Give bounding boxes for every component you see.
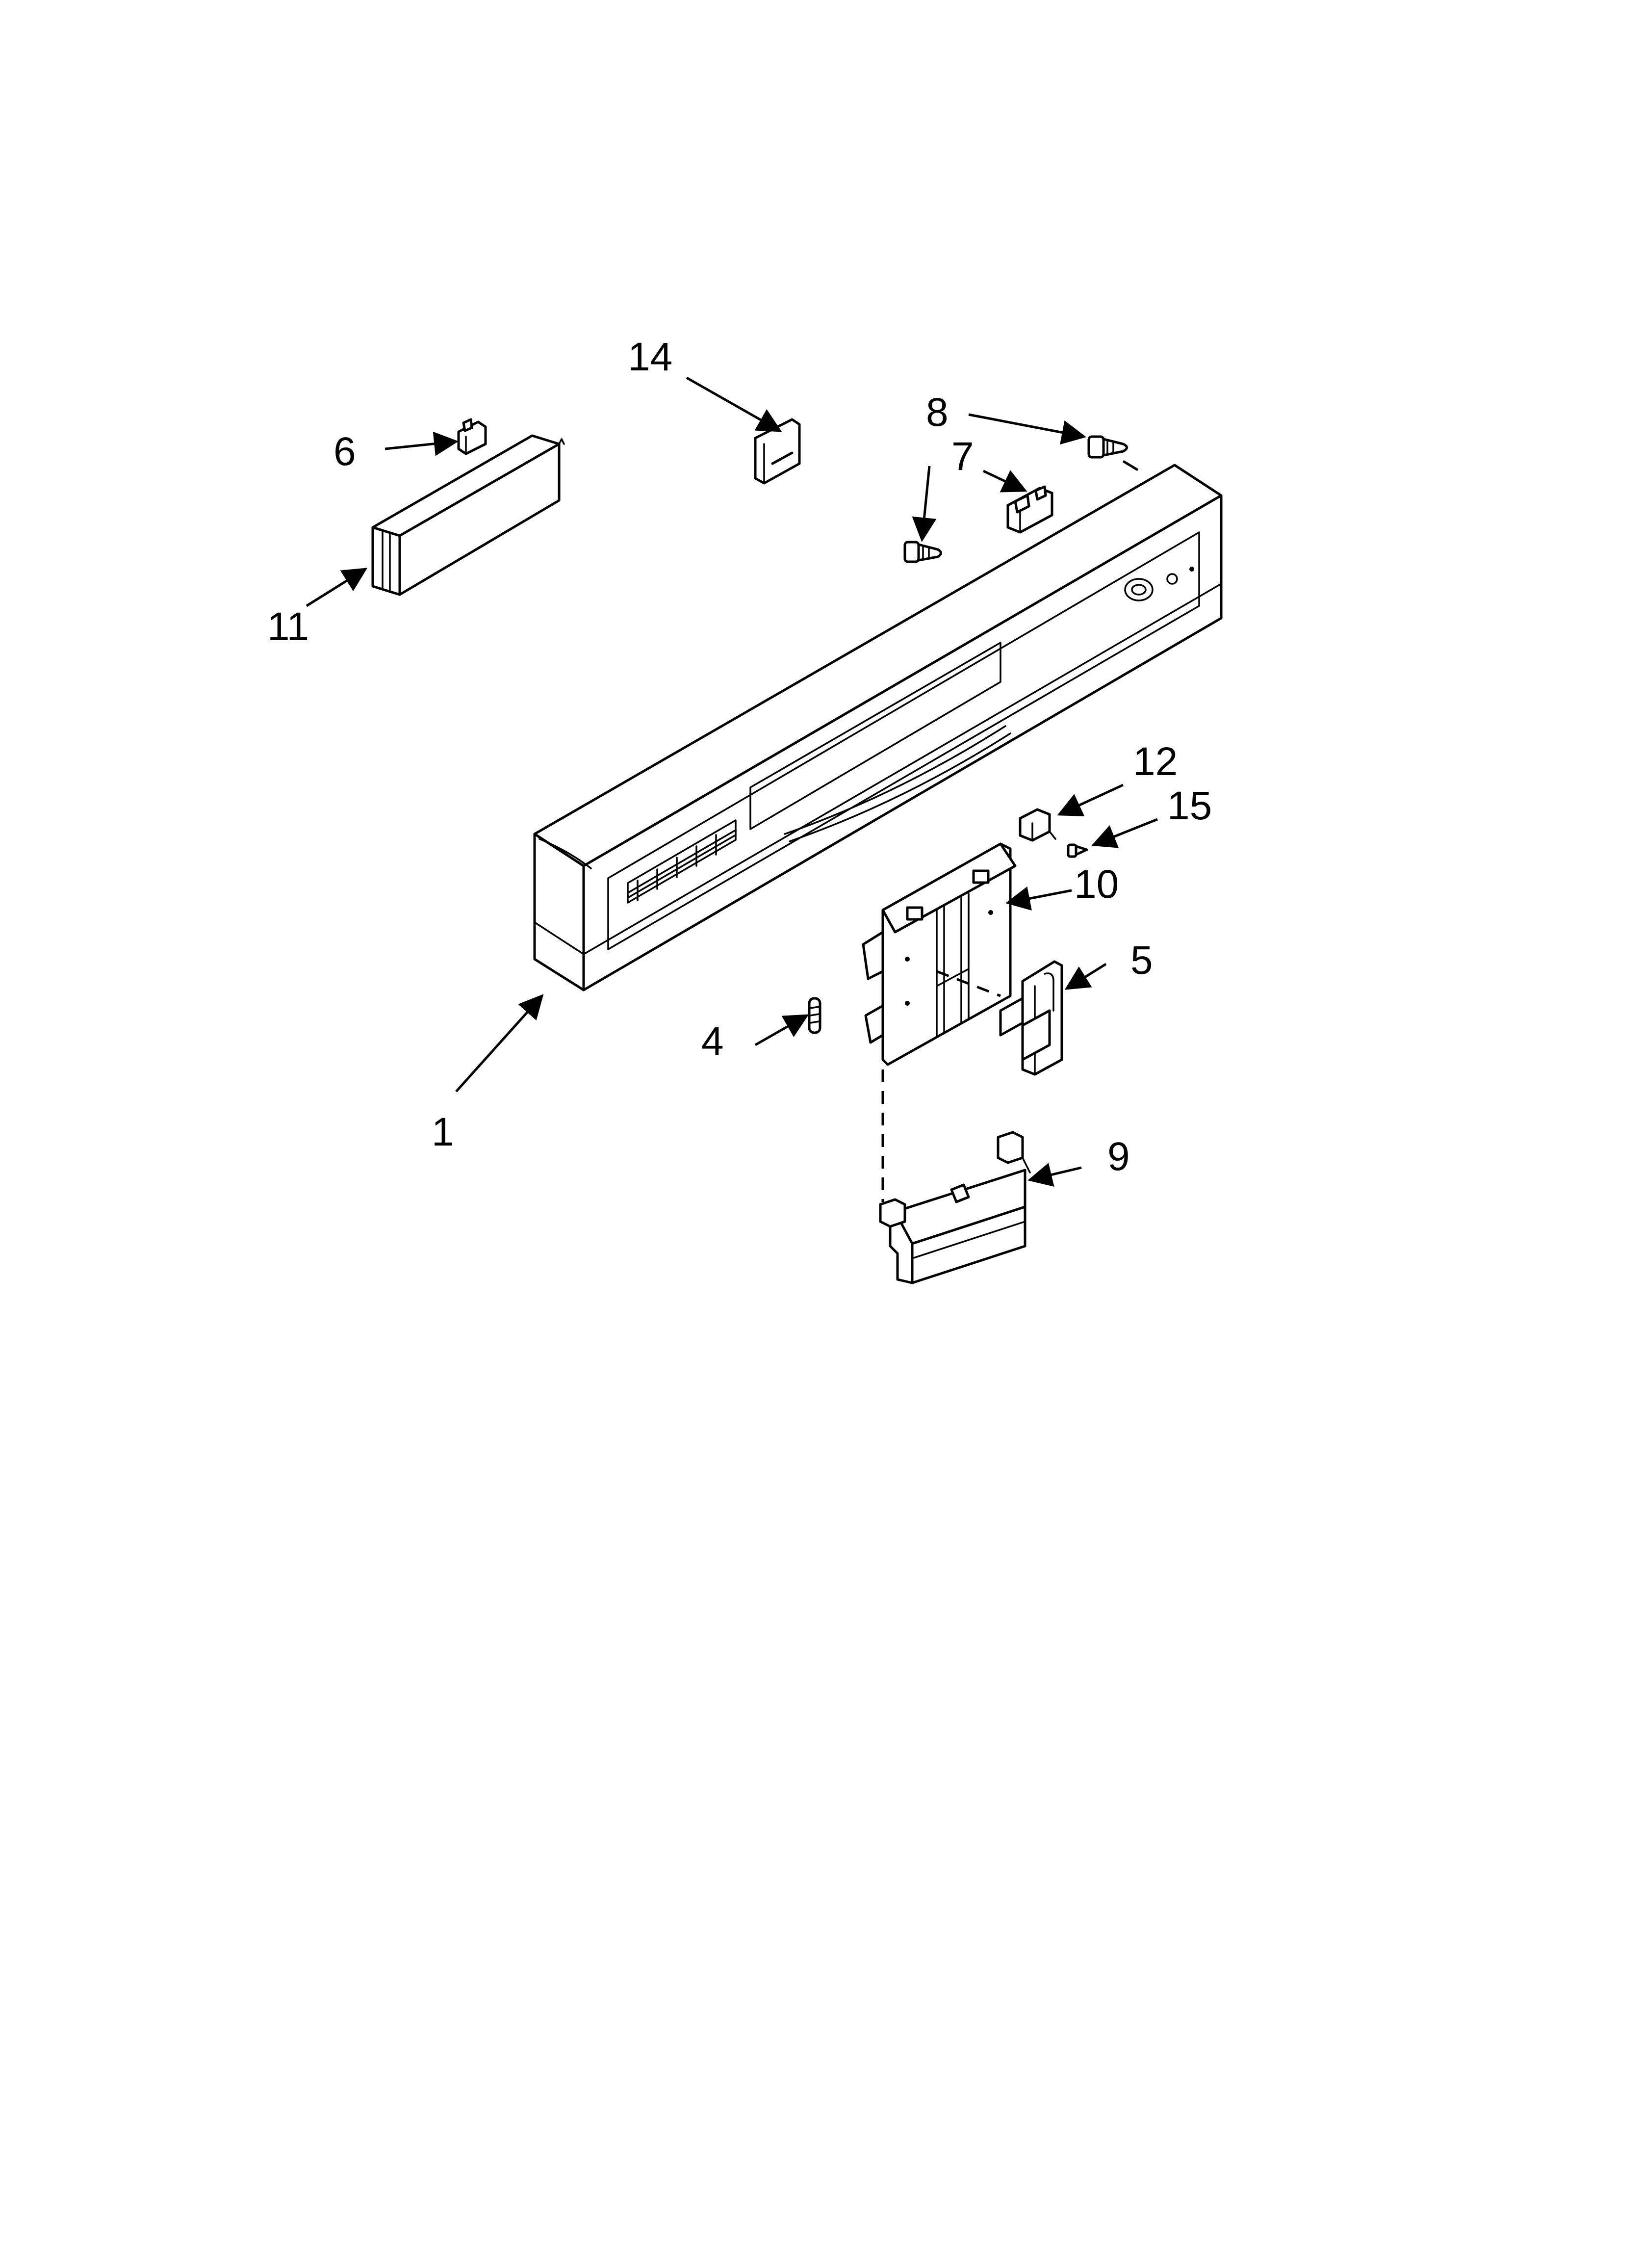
callout-14: 14	[628, 335, 672, 379]
screw-part-8-a	[1087, 435, 1128, 459]
callout-12: 12	[1133, 739, 1178, 784]
callout-15: 15	[1167, 783, 1212, 828]
callout-8: 8	[926, 390, 949, 435]
bracket-part-10	[862, 842, 1017, 1066]
callout-1: 1	[432, 1110, 454, 1154]
base-bracket-part-9	[879, 1131, 1031, 1284]
callout-5: 5	[1130, 938, 1153, 983]
callout-6: 6	[334, 429, 356, 474]
side-module-part-11	[371, 434, 565, 596]
callout-9: 9	[1107, 1134, 1130, 1179]
callout-labels: 1 4 5 6 7 8 9 10 11 12 14 15	[267, 335, 1212, 1179]
latch-part-7	[1006, 485, 1053, 534]
callout-11: 11	[267, 604, 309, 649]
spring-part-4	[808, 997, 821, 1034]
screw-part-8-b	[903, 541, 942, 563]
leader-arrows	[306, 376, 1158, 1187]
console-panel	[533, 464, 1223, 991]
connector-part-12	[1019, 808, 1056, 842]
button-part-14	[754, 418, 801, 485]
clip-part-6	[457, 418, 487, 455]
vent-grille	[627, 819, 737, 904]
callout-4: 4	[701, 1019, 724, 1064]
screw-part-15	[1067, 843, 1088, 858]
assembly-dashed-line-2	[936, 970, 1001, 997]
callout-10: 10	[1074, 862, 1119, 907]
hook-part-5	[999, 960, 1063, 1076]
callout-7: 7	[951, 434, 974, 479]
